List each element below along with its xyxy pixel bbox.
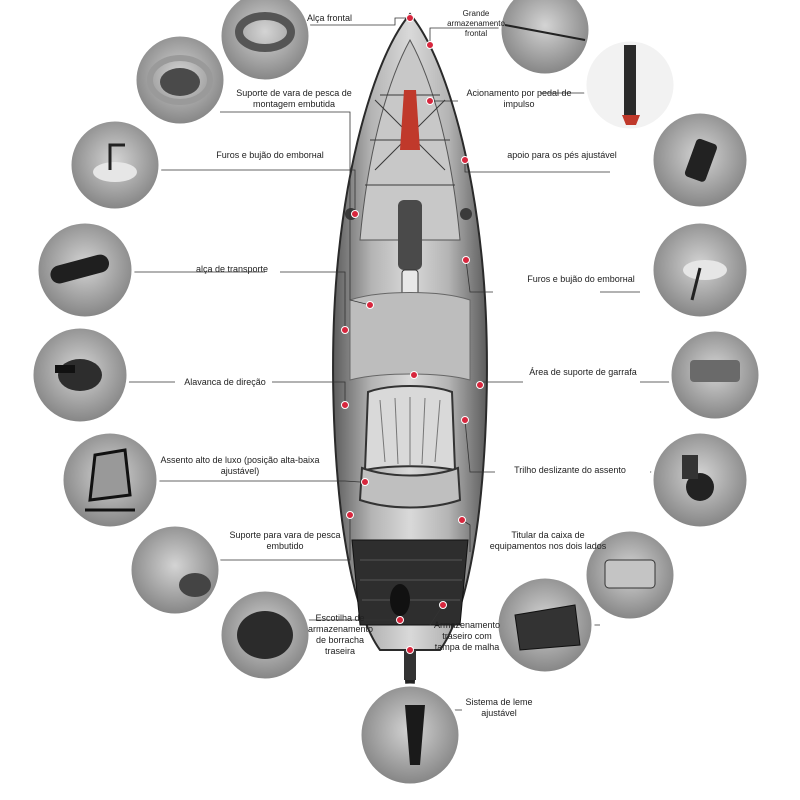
closeup-flush-rod-holder bbox=[133, 33, 227, 127]
label-tackle-holder: Titular da caixa de equipamentos nos doi… bbox=[489, 530, 607, 551]
callout-dot-tackle-holder bbox=[458, 516, 466, 524]
callout-dot-scupper-right bbox=[462, 256, 470, 264]
callout-dot-carry-handle bbox=[341, 326, 349, 334]
callout-dot-rear-hatch bbox=[396, 616, 404, 624]
label-scupper-left: Furos e bujão do emborнal bbox=[216, 150, 324, 160]
pedal-drive-handle bbox=[400, 90, 420, 150]
label-carry-handle: alça de transporte bbox=[195, 264, 269, 274]
label-steering-lever: Alavanca de direção bbox=[184, 377, 266, 387]
closeup-rear-storage bbox=[495, 575, 595, 675]
closeup-rear-rod-holder bbox=[128, 523, 222, 617]
label-flush-rod-holder: Suporte de vara de pesca de montagem emb… bbox=[236, 88, 352, 109]
closeup-seat-rail bbox=[650, 430, 750, 530]
closeup-front-storage bbox=[498, 0, 592, 77]
label-deluxe-seat: Assento alto de luxo (posição alta-baixa… bbox=[160, 455, 320, 476]
label-rear-rod-holder: Suporte para vara de pesca embutido bbox=[229, 530, 341, 551]
callout-dot-rear-storage bbox=[439, 601, 447, 609]
closeup-rudder bbox=[358, 683, 462, 787]
label-scupper-right: Furos e bujão do emborнal bbox=[527, 274, 635, 284]
callout-dot-flush-rod-holder bbox=[366, 301, 374, 309]
label-seat-rail: Trilho deslizante do assento bbox=[514, 465, 626, 475]
closeup-scupper-left bbox=[68, 118, 162, 212]
callout-dot-deluxe-seat bbox=[361, 478, 369, 486]
callout-dot-bottle-holder bbox=[410, 371, 418, 379]
closeup-deluxe-seat bbox=[60, 430, 160, 530]
label-rudder: Sistema de leme ajustável bbox=[465, 697, 533, 718]
label-bottle-holder: Área de suporte de garrafa bbox=[529, 367, 637, 377]
label-footrest: apoio para os pés ajustável bbox=[507, 150, 617, 160]
callout-dot-seat-rail bbox=[461, 416, 469, 424]
callout-dot-footrest bbox=[461, 156, 469, 164]
callout-dot-rear-rod-holder bbox=[346, 511, 354, 519]
label-front-storage: Grande armazenamento frontal bbox=[447, 9, 505, 38]
label-front-handle: Alça frontal bbox=[306, 13, 352, 23]
closeup-bottle-holder bbox=[668, 328, 762, 422]
callout-dot-front-handle bbox=[406, 14, 414, 22]
kayak-hull bbox=[332, 12, 488, 715]
callout-dot-rudder bbox=[406, 646, 414, 654]
label-rear-storage: Armazenamento traseiro com tampa de malh… bbox=[433, 620, 501, 652]
closeup-scupper-right bbox=[650, 220, 750, 320]
callout-dot-front-storage bbox=[426, 41, 434, 49]
closeup-steering-lever bbox=[30, 325, 130, 425]
callout-dot-steering-lever bbox=[341, 401, 349, 409]
callout-dot-pedal-drive bbox=[426, 97, 434, 105]
label-rear-hatch: Escotilha de armazenamento de borracha t… bbox=[308, 613, 374, 656]
closeup-tackle-holder bbox=[583, 528, 677, 622]
closeup-carry-handle bbox=[35, 220, 135, 320]
callout-dots bbox=[341, 14, 484, 654]
closeup-footrest bbox=[650, 110, 750, 210]
closeup-pedal-drive bbox=[583, 38, 677, 132]
callout-dot-scupper-left bbox=[351, 210, 359, 218]
closeup-rear-hatch bbox=[218, 588, 312, 682]
label-pedal-drive: Acionamento por pedal de impulso bbox=[466, 88, 572, 109]
closeup-front-handle bbox=[218, 0, 312, 83]
callout-dot-bottle-holder-2 bbox=[476, 381, 484, 389]
